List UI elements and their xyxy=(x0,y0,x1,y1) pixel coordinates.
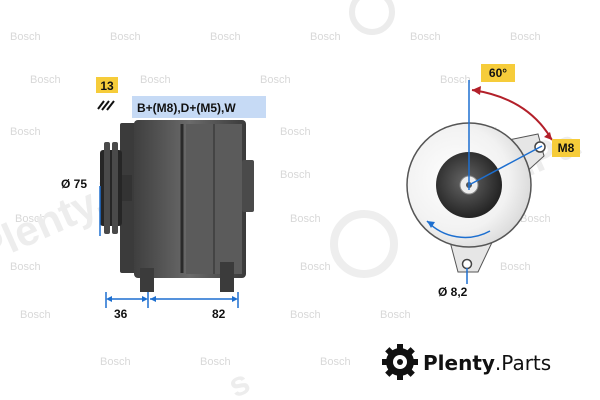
watermark-text: Bosch xyxy=(100,356,131,368)
brand-name-suffix: .Parts xyxy=(495,351,551,375)
watermark-text: Bosch xyxy=(110,31,141,43)
rotation-arrow xyxy=(426,220,491,239)
watermark-row: Bosch Bosch Bosch xyxy=(10,261,531,273)
watermark-text: Bosch xyxy=(410,31,441,43)
mount-thread-badge xyxy=(552,139,580,157)
angle-arc xyxy=(471,89,553,141)
tag-badge xyxy=(96,77,118,93)
hole-diameter-label: Ø 8,2 xyxy=(438,285,468,299)
hatch-icon xyxy=(97,100,115,111)
watermark-text: Bosch xyxy=(290,213,321,225)
angle-arrowhead-start xyxy=(472,86,481,95)
watermark-large-bottom: s xyxy=(223,363,256,400)
watermark-text: Bosch xyxy=(290,309,321,321)
watermark-text: Bosch xyxy=(280,169,311,181)
pulley-diameter-label: Ø 75 xyxy=(61,177,87,191)
watermark-text: Bosch xyxy=(440,74,471,86)
mount-hole-bottom xyxy=(461,258,473,270)
watermark-text: Bosch xyxy=(140,74,171,86)
watermark-row: Bosch Bosch Bosch xyxy=(15,213,551,225)
watermark-text: Bosch xyxy=(280,126,311,138)
watermark-rotor-icon xyxy=(330,210,398,278)
watermark-text: Bosch xyxy=(20,309,51,321)
watermark-row: Bosch Bosch Bosch Bosch Bosch Bosch xyxy=(10,31,541,43)
tag-number: 13 xyxy=(100,79,114,93)
terminal-label-box xyxy=(132,96,266,118)
angle-label: 60° xyxy=(489,66,507,80)
watermark-text: Bosch xyxy=(300,261,331,273)
brand-logo: Plenty.Parts xyxy=(382,344,551,380)
watermark-text: Bosch xyxy=(10,31,41,43)
watermark-text: Bosch xyxy=(200,356,231,368)
terminals-label: B+(M8),D+(M5),W xyxy=(137,101,236,115)
front-view: 13 B+(M8),D+(M5),W xyxy=(61,77,266,321)
watermark-text: Bosch xyxy=(10,261,41,273)
dimension-right-label: 82 xyxy=(212,307,226,321)
brand-name-main: Plenty xyxy=(423,351,495,375)
angle-badge xyxy=(481,64,515,82)
side-view: 60° M8 Ø 8,2 xyxy=(406,64,580,299)
watermark-row: Bosch Bosch Bosch Bosch xyxy=(30,74,471,86)
watermark-text: Bosch xyxy=(520,213,551,225)
gear-icon xyxy=(382,344,418,380)
watermark-text: Bosch xyxy=(10,126,41,138)
watermark-text: Bosch xyxy=(320,356,351,368)
watermark-text: Bosch xyxy=(15,213,46,225)
watermark-row: Bosch Bosch Bosch xyxy=(100,356,351,368)
watermark-text: Bosch xyxy=(260,74,291,86)
rotation-arrowhead xyxy=(427,221,435,228)
alternator-body xyxy=(120,120,254,292)
watermark-rotor-icon xyxy=(349,0,395,35)
watermark-text: Bosch xyxy=(210,31,241,43)
dimension-left-label: 36 xyxy=(114,307,128,321)
watermark-text: Bosch xyxy=(510,31,541,43)
watermark-text: Bosch xyxy=(310,31,341,43)
mount-thread-label: M8 xyxy=(558,141,575,155)
watermark-text: Bosch xyxy=(500,261,531,273)
angle-arrowhead-end xyxy=(544,132,552,140)
pulley xyxy=(100,142,132,234)
watermark-row: Bosch Bosch Bosch xyxy=(20,309,411,321)
watermark-text: Bosch xyxy=(380,309,411,321)
brand-name: Plenty.Parts xyxy=(423,351,551,375)
watermark-text: Bosch xyxy=(30,74,61,86)
mount-axis-line xyxy=(468,145,543,186)
watermark-row: Bosch Bosch Bosch xyxy=(10,126,501,138)
